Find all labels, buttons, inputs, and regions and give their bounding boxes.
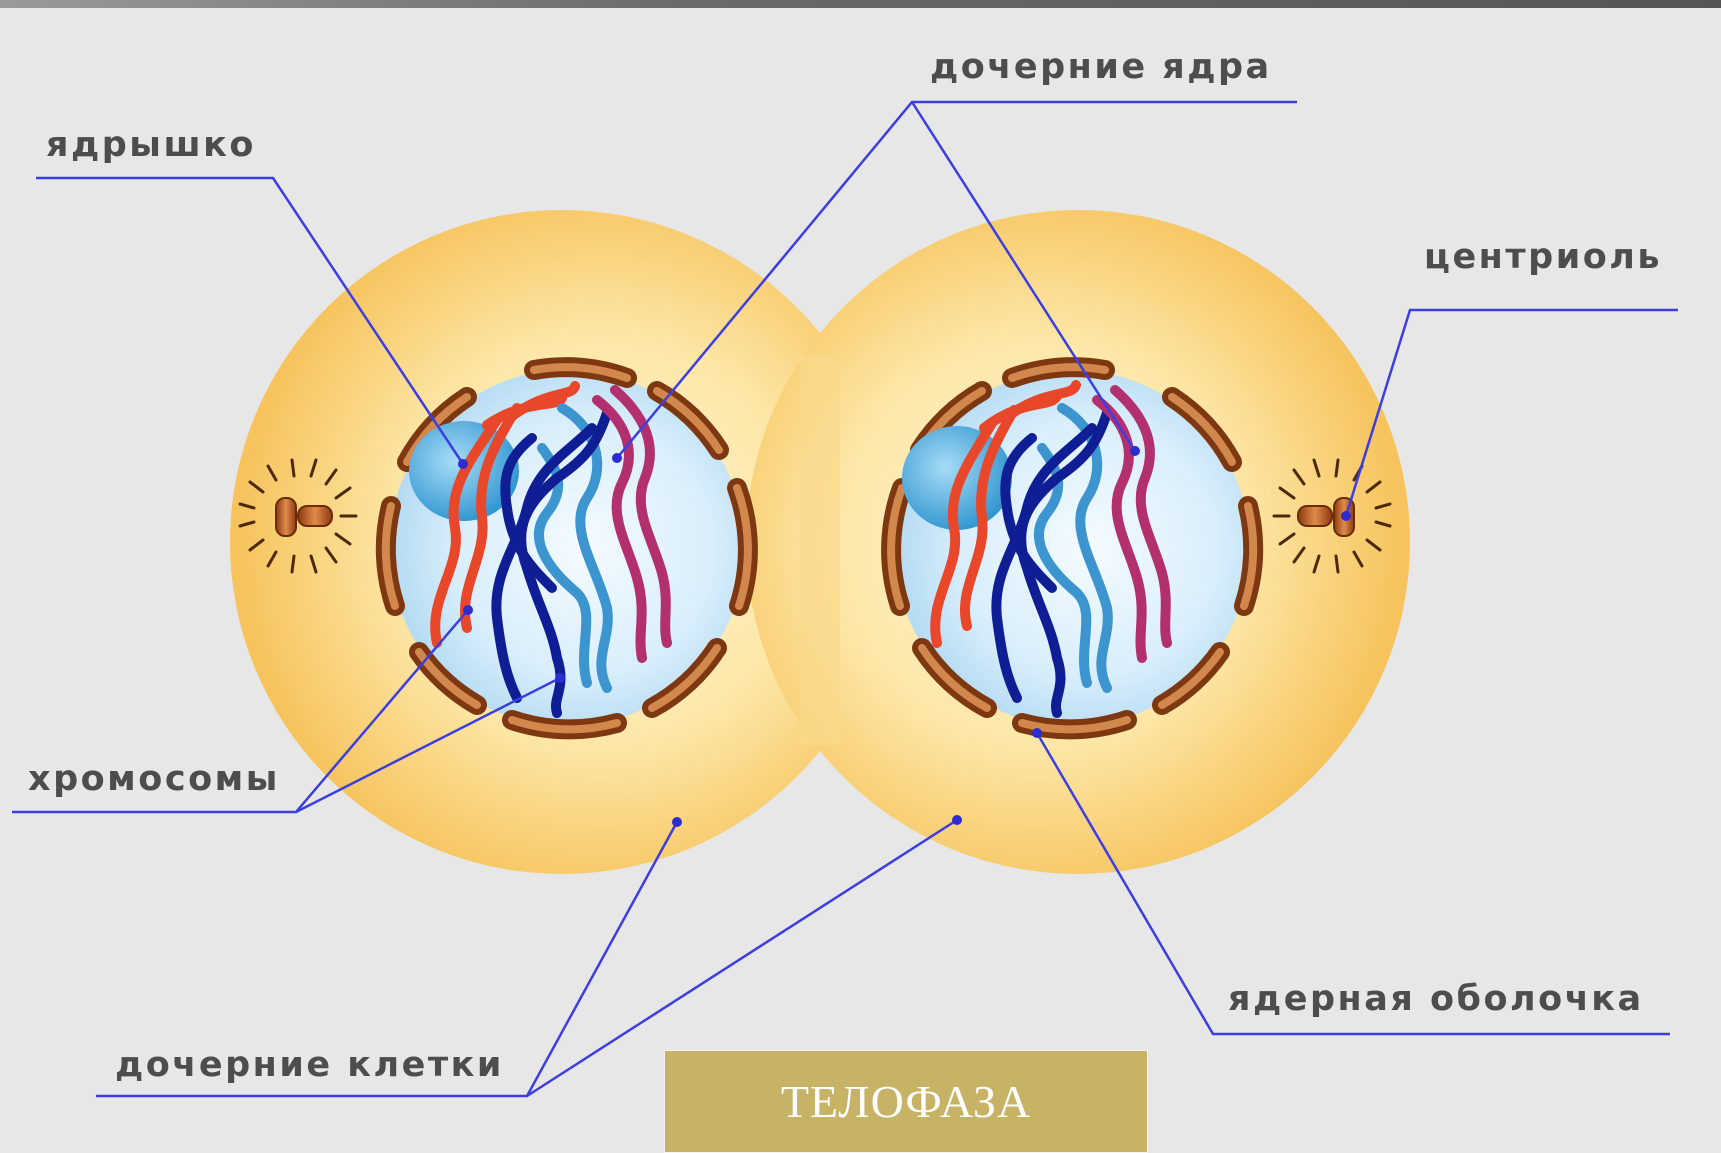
- label-chromosomes: хромосомы: [28, 762, 280, 797]
- label-centriole: центриоль: [1424, 240, 1662, 275]
- phase-title-box: ТЕЛОФАЗА: [664, 1050, 1148, 1153]
- phase-title: ТЕЛОФАЗА: [781, 1075, 1031, 1128]
- label-daughter-nuclei: дочерние ядра: [930, 50, 1272, 85]
- cleavage-furrow: [800, 355, 840, 745]
- left-nucleus: [386, 367, 748, 729]
- label-daughter-cells: дочерние клетки: [115, 1048, 504, 1083]
- right-nucleus: [891, 367, 1253, 729]
- label-nucleolus: ядрышко: [46, 128, 256, 163]
- top-accent-bar: [0, 0, 1721, 8]
- label-nuclear-envelope: ядерная оболочка: [1228, 982, 1644, 1017]
